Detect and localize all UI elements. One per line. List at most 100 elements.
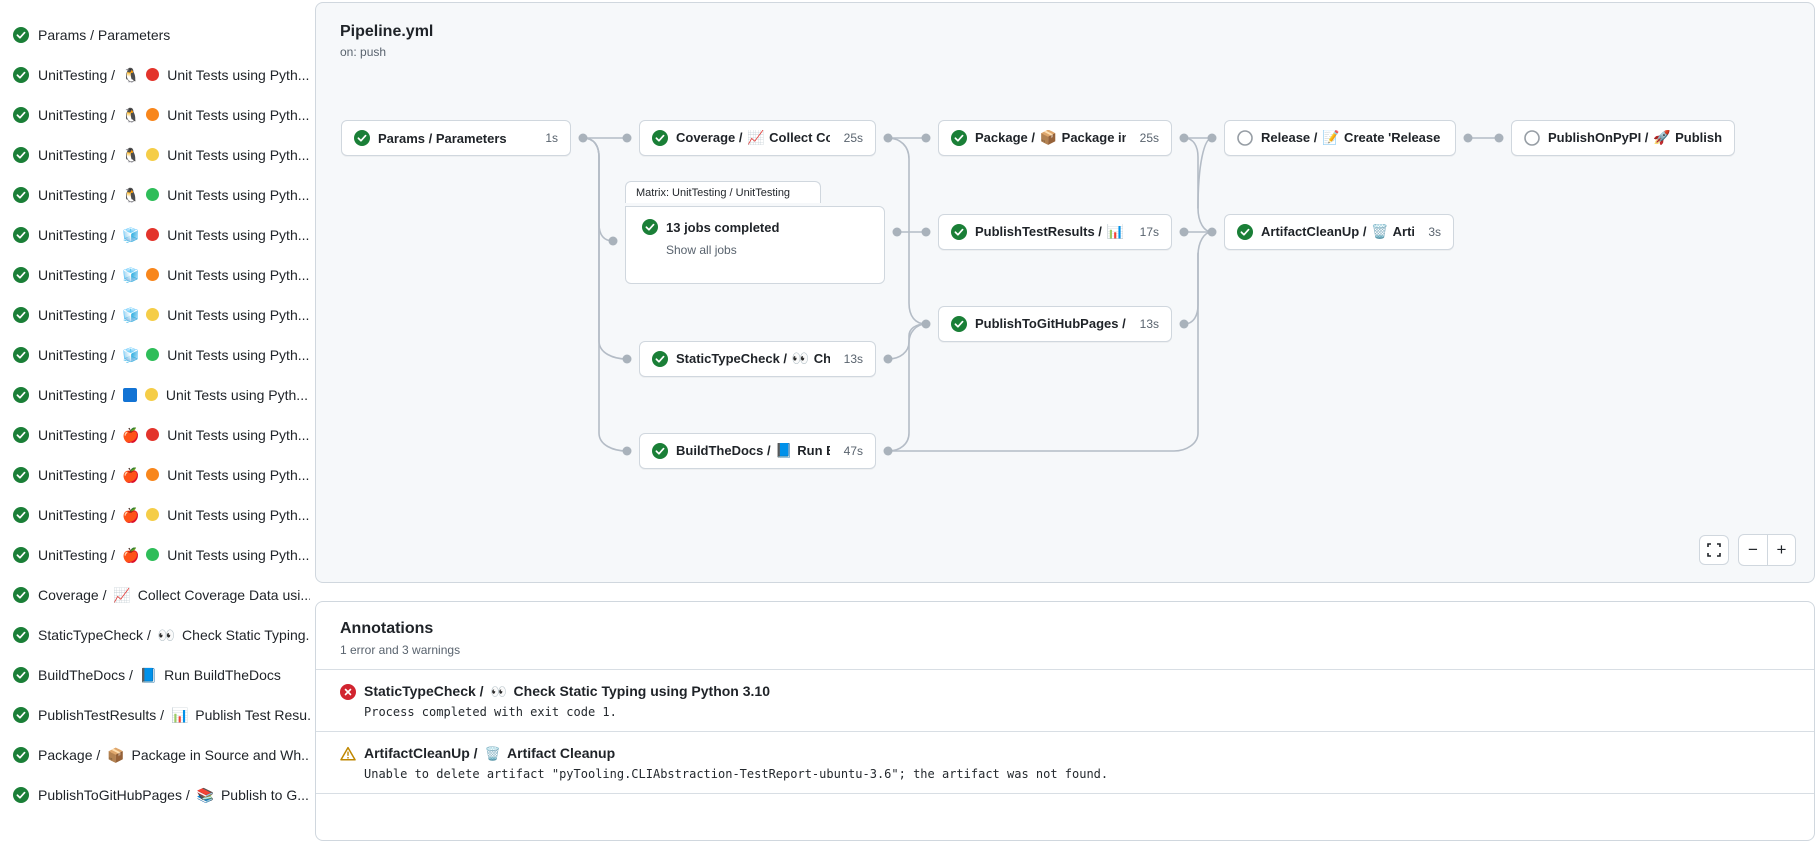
package-icon: 📦 [107,747,125,764]
annotations-header: Annotations 1 error and 3 warnings [316,602,1814,670]
annotation-title: StaticTypeCheck / 👀 Check Static Typing … [364,683,770,700]
sidebar-job-label: PublishToGitHubPages / 📚 Publish to G... [38,786,309,804]
minus-icon: − [1748,540,1758,559]
success-check-icon [13,27,29,43]
success-check-icon [13,307,29,323]
sidebar-job-item[interactable]: UnitTesting / Unit Tests using Pyth... [0,375,310,415]
sidebar-job-item[interactable]: UnitTesting / 🍎 Unit Tests using Pyth... [0,415,310,455]
sidebar-job-item[interactable]: Package / 📦 Package in Source and Wh... [0,735,310,775]
matrix-card[interactable]: 13 jobs completed Show all jobs [625,206,885,284]
book-icon: 📘 [139,667,158,684]
macos-apple-icon: 🍎 [121,467,140,484]
workflow-file-title: Pipeline.yml [340,23,434,40]
sidebar-job-item[interactable]: PublishTestResults / 📊 Publish Test Resu… [0,695,310,735]
annotation-item-error: StaticTypeCheck / 👀 Check Static Typing … [316,670,1814,732]
wastebasket-icon: 🗑️ [1371,224,1389,240]
sidebar-job-item[interactable]: UnitTesting / 🐧 Unit Tests using Pyth... [0,55,310,95]
sidebar-job-item[interactable]: BuildTheDocs / 📘 Run BuildTheDocs [0,655,310,695]
node-label: StaticTypeCheck / 👀 Chec... [676,351,830,367]
python-version-dot-red [146,227,160,241]
graph-node-params[interactable]: Params / Parameters 1s [341,120,571,156]
sidebar-job-item[interactable]: StaticTypeCheck / 👀 Check Static Typing.… [0,615,310,655]
graph-node-package[interactable]: Package / 📦 Package in So...25s [938,120,1172,156]
python-version-dot-green [146,187,160,201]
node-duration: 47s [843,444,863,458]
sidebar-job-item[interactable]: UnitTesting / 🧊 Unit Tests using Pyth... [0,295,310,335]
success-check-icon [13,707,29,723]
matrix-tab[interactable]: Matrix: UnitTesting / UnitTesting [625,181,821,203]
success-check-icon [652,443,668,459]
graph-node-ptr[interactable]: PublishTestResults / 📊 Pu...17s [938,214,1172,250]
node-label: Params / Parameters [378,130,507,146]
success-check-icon [13,107,29,123]
node-label: Coverage / 📈 Collect Cove... [676,130,830,146]
fullscreen-button[interactable] [1699,535,1729,565]
sidebar-job-label: UnitTesting / 🍎 Unit Tests using Pyth... [38,426,310,444]
sidebar-job-label: UnitTesting / 🐧 Unit Tests using Pyth... [38,106,310,124]
success-check-icon [13,347,29,363]
wastebasket-icon: 🗑️ [484,747,501,762]
graph-node-btd[interactable]: BuildTheDocs / 📘 Run Buil...47s [639,433,876,469]
bar-chart-icon: 📊 [170,707,189,724]
node-label: Release / 📝 Create 'Release P... [1261,130,1443,146]
success-check-icon [951,130,967,146]
sidebar-job-label: UnitTesting / 🐧 Unit Tests using Pyth... [38,186,310,204]
sidebar-job-item[interactable]: UnitTesting / 🐧 Unit Tests using Pyth... [0,175,310,215]
success-check-icon [652,130,668,146]
sidebar-job-item[interactable]: UnitTesting / 🐧 Unit Tests using Pyth... [0,135,310,175]
success-check-icon [13,387,29,403]
sidebar-job-item[interactable]: UnitTesting / 🍎 Unit Tests using Pyth... [0,535,310,575]
sidebar-job-item[interactable]: Coverage / 📈 Collect Coverage Data usi..… [0,575,310,615]
container-ice-icon: 🧊 [121,347,140,364]
annotation-detail: Unable to delete artifact "pyTooling.CLI… [364,767,1109,781]
python-version-dot-red [146,67,160,81]
python-version-dot-yellow [144,388,158,401]
success-check-icon [13,627,29,643]
annotation-title-row: StaticTypeCheck / 👀 Check Static Typing … [340,683,1790,700]
python-version-dot-yellow [146,147,160,161]
node-label: PublishOnPyPI / 🚀 Publish to ... [1548,130,1722,146]
sidebar-job-item[interactable]: UnitTesting / 🍎 Unit Tests using Pyth... [0,495,310,535]
graph-node-pypi[interactable]: PublishOnPyPI / 🚀 Publish to ... [1511,120,1735,156]
success-check-icon [13,667,29,683]
annotation-detail: Process completed with exit code 1. [364,705,617,719]
python-version-dot-yellow [146,307,160,321]
bar-chart-icon: 📊 [1106,224,1124,240]
graph-node-release[interactable]: Release / 📝 Create 'Release P... [1224,120,1456,156]
node-duration: 13s [1139,317,1159,331]
fullscreen-icon [1707,543,1721,557]
windows-blue-square-icon [122,388,137,402]
sidebar-job-item[interactable]: UnitTesting / 🐧 Unit Tests using Pyth... [0,95,310,135]
node-duration: 13s [843,352,863,366]
success-check-icon [13,147,29,163]
success-check-icon [13,547,29,563]
graph-node-pghp[interactable]: PublishToGitHubPages / 📚 ...13s [938,306,1172,342]
chart-increasing-icon: 📈 [747,130,765,146]
zoom-in-button[interactable]: + [1767,535,1795,565]
graph-zoom-controls: − + [1699,534,1796,566]
node-duration: 17s [1139,225,1159,239]
error-x-icon [340,683,356,700]
book-icon: 📘 [775,443,793,459]
node-duration: 25s [843,131,863,145]
sidebar-job-label: UnitTesting / 🐧 Unit Tests using Pyth... [38,146,310,164]
graph-header: Pipeline.yml on: push [340,23,433,59]
python-version-dot-orange [146,267,160,281]
sidebar-job-item[interactable]: UnitTesting / 🧊 Unit Tests using Pyth... [0,255,310,295]
sidebar-job-item[interactable]: UnitTesting / 🧊 Unit Tests using Pyth... [0,335,310,375]
sidebar-job-item[interactable]: Params / Parameters [0,15,310,55]
linux-penguin-icon: 🐧 [121,187,140,204]
graph-node-acu[interactable]: ArtifactCleanUp / 🗑️ Artifac...3s [1224,214,1454,250]
sidebar-job-label: PublishTestResults / 📊 Publish Test Resu… [38,706,310,724]
success-check-icon [13,267,29,283]
sidebar-job-item[interactable]: PublishToGitHubPages / 📚 Publish to G... [0,775,310,815]
graph-node-stc[interactable]: StaticTypeCheck / 👀 Chec... 13s [639,341,876,377]
sidebar-job-item[interactable]: UnitTesting / 🧊 Unit Tests using Pyth... [0,215,310,255]
graph-node-coverage[interactable]: Coverage / 📈 Collect Cove... 25s [639,120,876,156]
zoom-out-button[interactable]: − [1739,535,1767,565]
sidebar-job-item[interactable]: UnitTesting / 🍎 Unit Tests using Pyth... [0,455,310,495]
show-all-jobs-link[interactable]: Show all jobs [666,243,737,257]
skipped-circle-icon [1237,130,1253,146]
